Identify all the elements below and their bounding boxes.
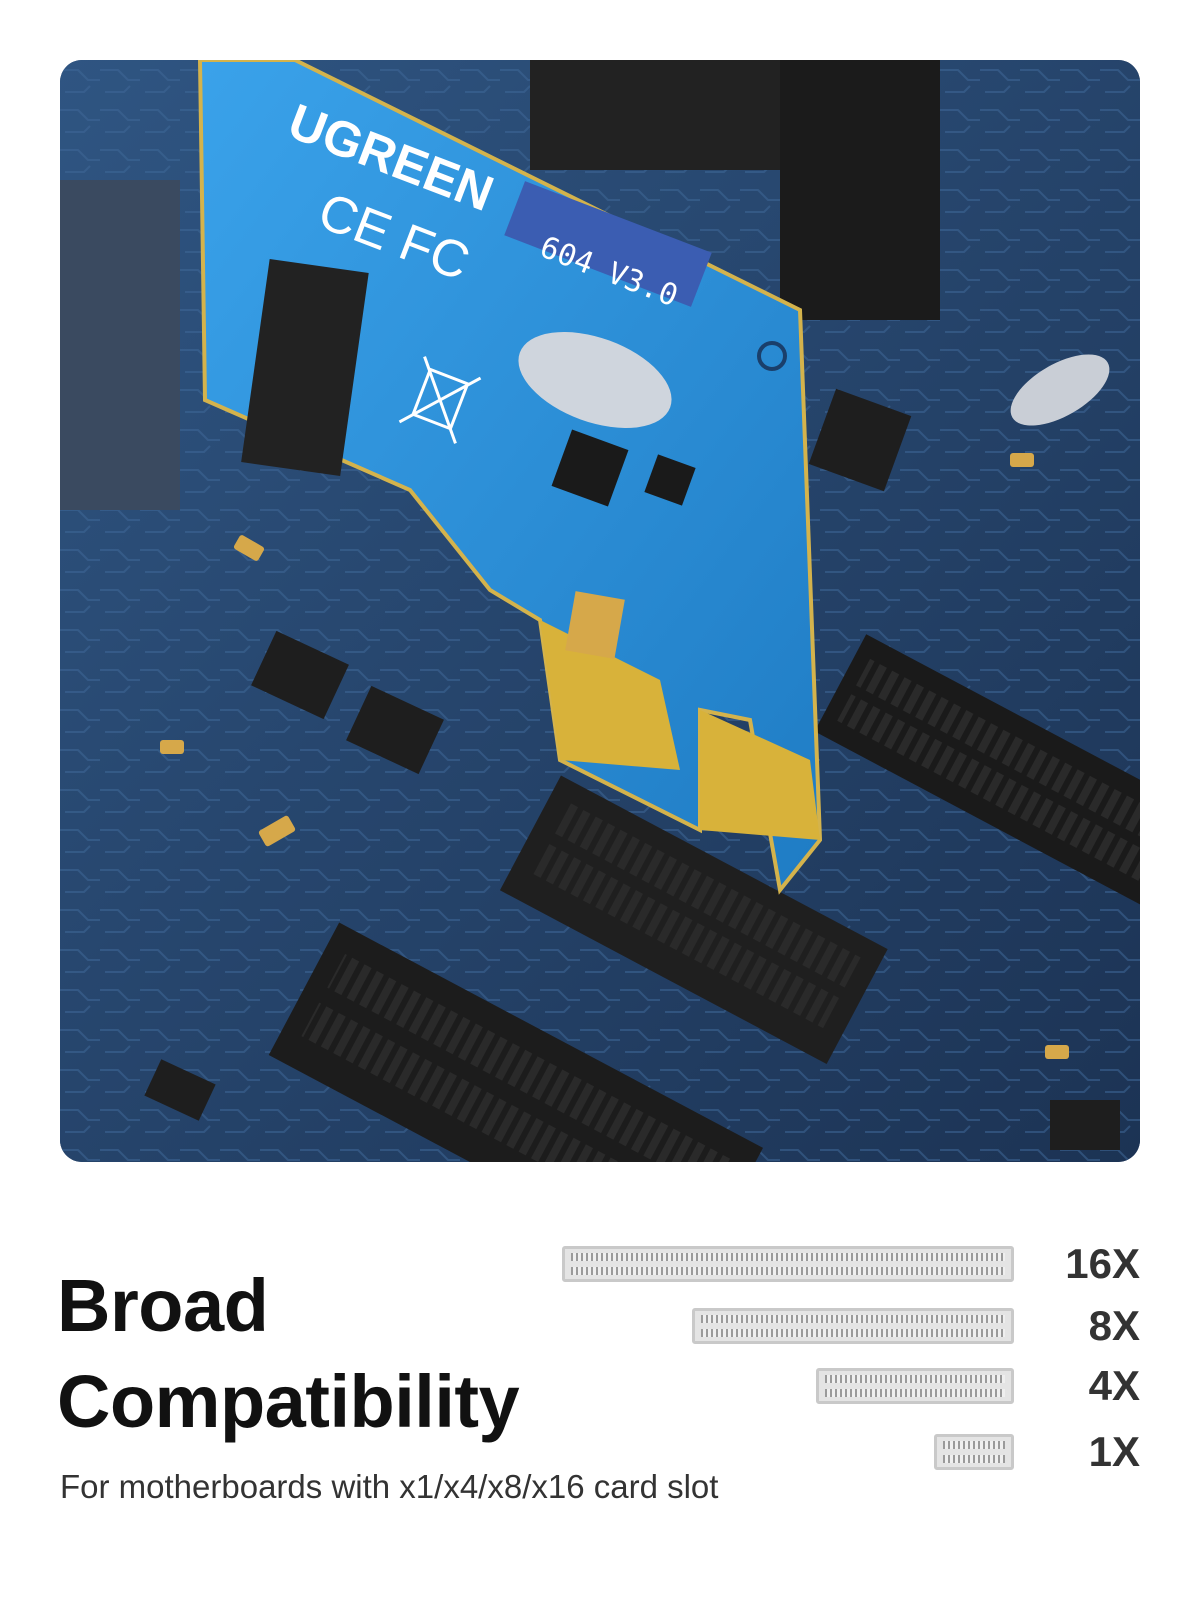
slot-label-1x: 1X	[1088, 1428, 1140, 1475]
slot-4x-icon	[816, 1368, 1014, 1404]
pcie-slot-bottom	[268, 922, 763, 1162]
card-crystal	[518, 331, 672, 429]
model-label-box	[504, 181, 712, 307]
pcie-x1-slot	[499, 775, 888, 1064]
crystal-oscillator	[1010, 354, 1110, 426]
weee-bin-icon	[398, 356, 482, 444]
gold-contacts	[540, 620, 820, 840]
io-shield	[530, 60, 800, 170]
card-controller-chip	[241, 259, 369, 476]
motherboard-chips	[144, 388, 1120, 1150]
slot-1x-icon	[934, 1434, 1014, 1470]
product-photo: UGREEN CE FC 604 V3.0	[60, 60, 1140, 1162]
compatibility-subtitle: For motherboards with x1/x4/x8/x16 card …	[60, 1468, 719, 1505]
pcie-card-illustration: UGREEN CE FC 604 V3.0	[60, 60, 1140, 1162]
heading-line-2: Compatibility	[57, 1360, 520, 1443]
slot-16x-icon	[562, 1246, 1014, 1282]
slot-row-4x: 4X	[816, 1362, 1140, 1409]
pcie-x16-slot	[814, 634, 1140, 929]
slot-label-16x: 16X	[1065, 1240, 1140, 1287]
slot-row-16x: 16X	[562, 1240, 1140, 1287]
slot-row-1x: 1X	[934, 1428, 1140, 1475]
slot-8x-icon	[692, 1308, 1014, 1344]
page-heading: Broad Compatibility	[57, 1258, 520, 1450]
heading-line-1: Broad	[57, 1264, 269, 1347]
slot-label-8x: 8X	[1088, 1302, 1140, 1349]
slot-label-4x: 4X	[1088, 1362, 1140, 1409]
slot-row-8x: 8X	[692, 1302, 1140, 1349]
mount-hole	[757, 341, 787, 371]
pcie-network-card: UGREEN CE FC 604 V3.0	[197, 60, 823, 895]
